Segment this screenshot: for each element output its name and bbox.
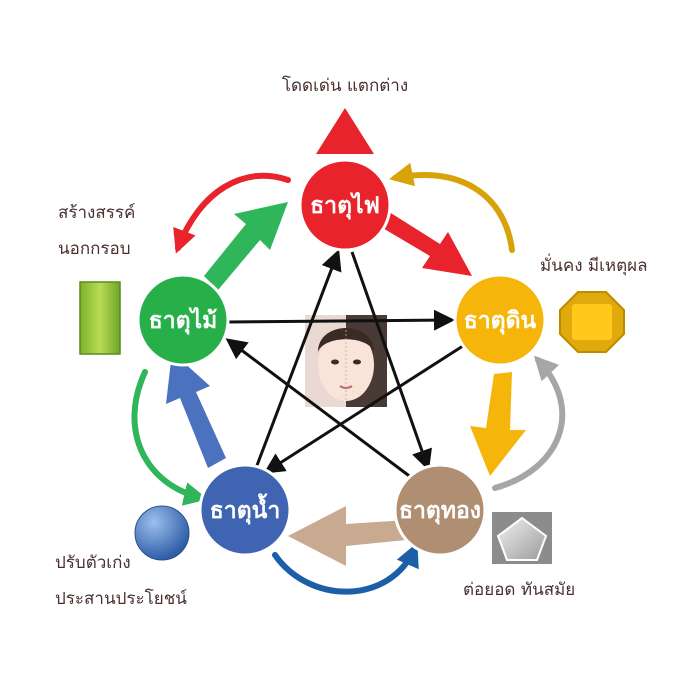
arrow-wood-to-fire xyxy=(204,202,288,290)
curve-arrow-water-metal xyxy=(272,542,419,595)
line-water-to-fire xyxy=(254,249,342,469)
element-fire: ธาตุไฟ xyxy=(298,158,392,252)
element-wood-label: ธาตุไม้ xyxy=(149,306,218,335)
line-metal-to-wood xyxy=(225,338,413,480)
curve-arrow-wood-water xyxy=(131,369,208,506)
element-water-label: ธาตุน้ำ xyxy=(210,493,281,525)
caption-wood-line1: สร้างสรรค์ xyxy=(58,203,135,223)
curve-arrow-fire-wood xyxy=(173,172,291,254)
yellow-octagon-icon xyxy=(559,291,625,353)
arrow-water-to-wood xyxy=(166,352,226,468)
caption-wood-line2: นอกกรอบ xyxy=(58,239,131,259)
element-earth: ธาตุดิน xyxy=(453,273,547,367)
supporting-arrows xyxy=(131,162,566,595)
curve-arrow-earth-fire xyxy=(389,162,515,253)
controlling-star xyxy=(225,249,467,480)
caption-metal: ต่อยอด ทันสมัย xyxy=(463,580,575,600)
line-fire-to-metal xyxy=(350,251,432,471)
caption-water-line1: ปรับตัวเก่ง xyxy=(55,553,131,573)
grey-pentagon-icon xyxy=(492,512,552,564)
red-triangle-icon xyxy=(316,108,374,154)
green-rectangle-icon xyxy=(79,281,121,355)
blue-circle-icon xyxy=(134,505,190,561)
element-metal: ธาตุทอง xyxy=(393,463,487,557)
arrow-earth-to-metal xyxy=(470,372,526,476)
curve-arrow-metal-earth xyxy=(492,355,566,491)
face-portrait-icon xyxy=(305,315,387,407)
line-earth-to-water xyxy=(263,342,467,474)
arrow-metal-to-water xyxy=(288,506,408,566)
element-wood: ธาตุไม้ xyxy=(136,273,230,367)
caption-fire: โดดเด่น แตกต่าง xyxy=(282,75,408,96)
line-wood-to-earth xyxy=(227,309,455,331)
caption-water-line2: ประสานประโยชน์ xyxy=(55,588,187,609)
caption-earth: มั่นคง มีเหตุผล xyxy=(540,253,648,276)
element-water: ธาตุน้ำ xyxy=(198,463,292,557)
element-fire-label: ธาตุไฟ xyxy=(310,191,380,220)
element-metal-label: ธาตุทอง xyxy=(399,498,481,525)
generating-cycle xyxy=(166,202,526,566)
element-earth-label: ธาตุดิน xyxy=(464,308,537,335)
arrow-fire-to-earth xyxy=(376,210,472,276)
